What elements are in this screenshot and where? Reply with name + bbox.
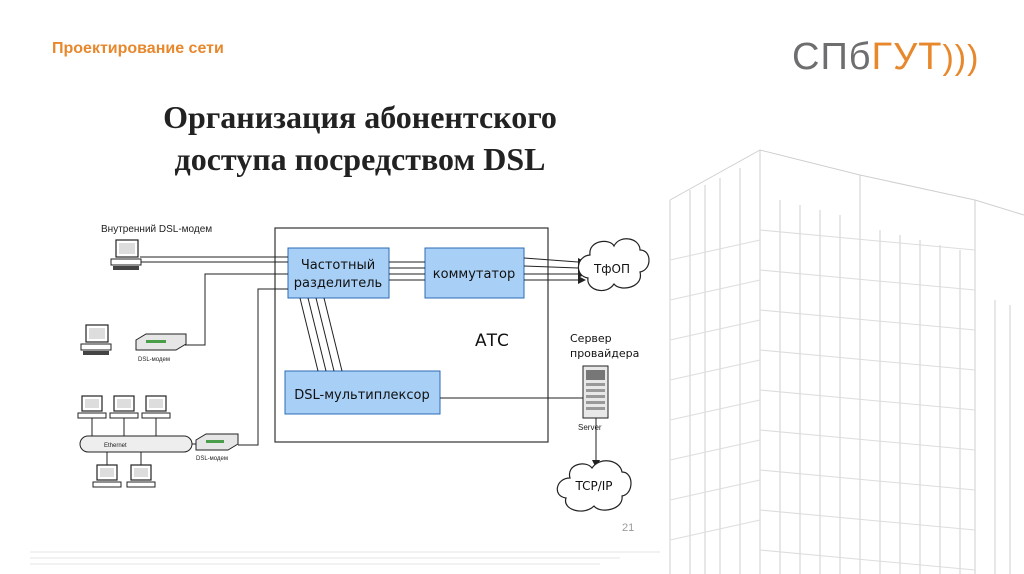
dsl-modem-icon-1 <box>135 333 187 351</box>
provider-server-label-line-1: Сервер <box>570 332 612 345</box>
connection-lines <box>140 256 597 460</box>
page-number: 21 <box>622 522 635 534</box>
provider-server-label-line-2: провайдера <box>570 347 639 360</box>
multiplexer-label: DSL-мультиплексор <box>294 388 429 403</box>
pstn-cloud-icon <box>577 238 650 292</box>
server-icon <box>582 365 609 419</box>
slide-title-line-1: Организация абонентского <box>163 99 557 135</box>
switch-box <box>424 247 525 299</box>
slide-title: Организация абонентского доступа посредс… <box>100 96 620 180</box>
tcpip-cloud-icon <box>556 460 632 512</box>
tcpip-label: TCP/IP <box>574 479 612 493</box>
ethernet-label: Ethernet <box>104 443 127 449</box>
dsl-modem-label-2: DSL-модем <box>196 456 228 462</box>
pstn-label: ТфОП <box>593 262 630 276</box>
logo-part-spb: СПб <box>792 36 872 78</box>
ethernet-bus-icon <box>79 435 200 453</box>
dsl-multiplexer-box <box>284 370 441 415</box>
internal-modem-computer-icon <box>110 239 142 270</box>
logo-waves-icon: ))) <box>942 39 980 77</box>
spbgut-logo: СПбГУТ))) <box>792 36 979 79</box>
frequency-splitter-box <box>287 247 390 299</box>
section-title: Проектирование сети <box>52 40 224 57</box>
ethernet-computers <box>77 395 171 488</box>
slide-title-line-2: доступа посредством DSL <box>174 141 546 177</box>
dsl-modem-icon-2 <box>195 433 239 451</box>
logo-part-gut: ГУТ <box>871 36 943 78</box>
computer-icon-eth-3 <box>141 395 171 419</box>
internal-modem-label: Внутренний DSL-модем <box>101 224 212 235</box>
building-floors <box>669 229 976 571</box>
bottom-sketch-lines <box>30 551 660 565</box>
dsl-modem-label-1: DSL-модем <box>138 357 170 363</box>
computer-icon-eth-2 <box>109 395 139 419</box>
switch-label: коммутатор <box>433 267 515 282</box>
computer-icon-2 <box>80 324 112 355</box>
server-label: Server <box>578 423 602 432</box>
computer-icon-eth-5 <box>126 464 156 488</box>
splitter-label-line-2: разделитель <box>294 276 382 291</box>
building-outline <box>669 149 1024 574</box>
ats-label: АТС <box>475 331 509 351</box>
computer-icon-eth-1 <box>77 395 107 419</box>
splitter-label-line-1: Частотный <box>301 258 375 273</box>
computer-icon-eth-4 <box>92 464 122 488</box>
ats-frame <box>274 227 549 443</box>
